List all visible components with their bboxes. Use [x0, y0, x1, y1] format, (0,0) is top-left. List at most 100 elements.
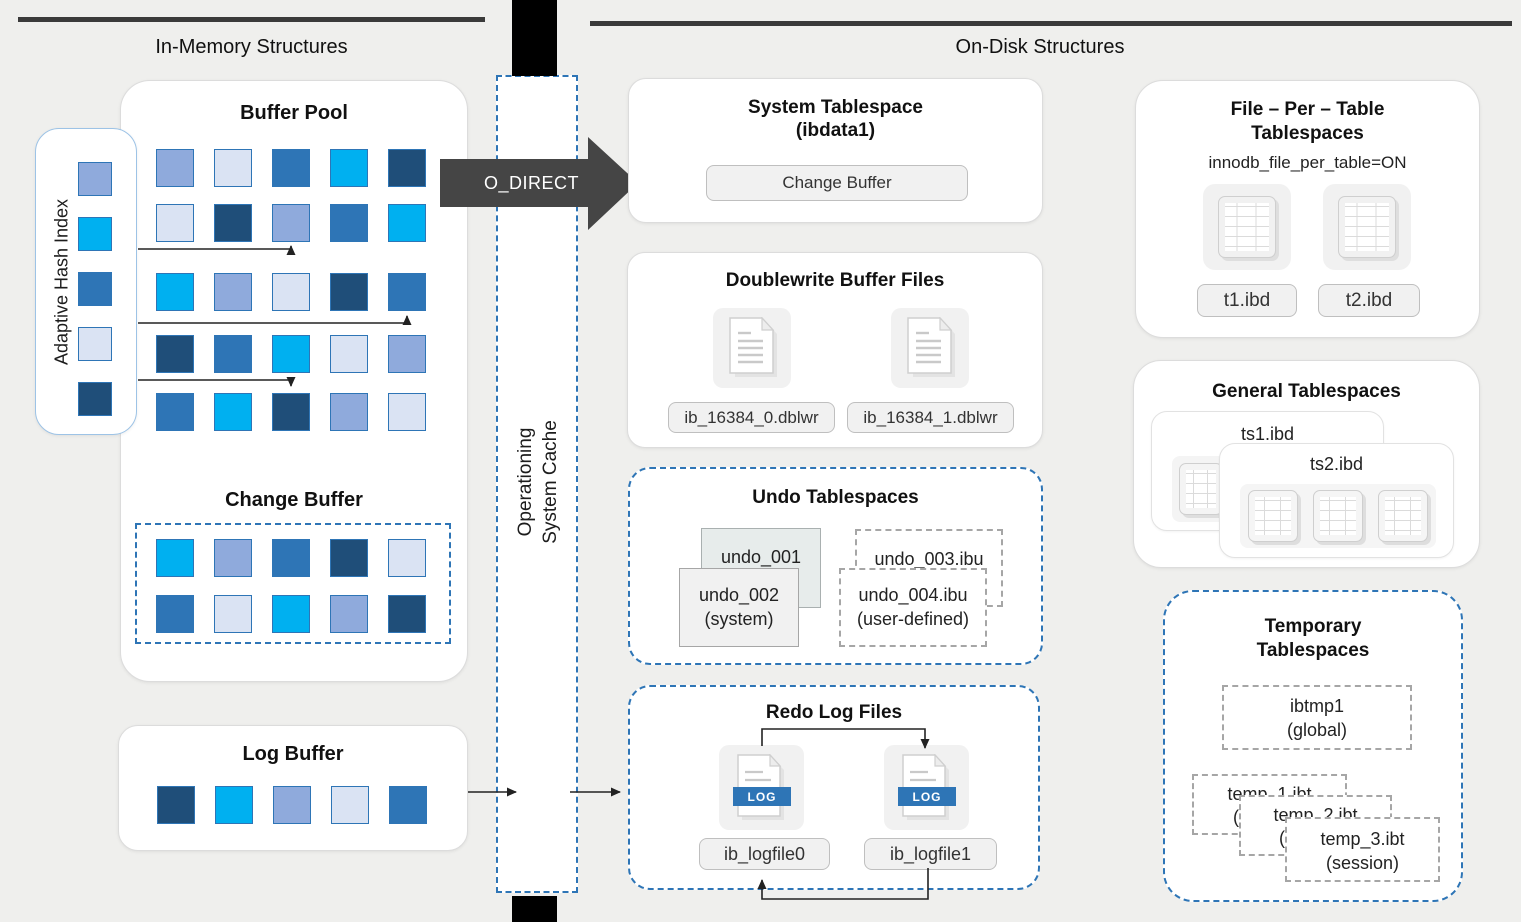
- os-cache-column: Operationing System Cache: [496, 75, 578, 893]
- adaptive-hash-index-box: Adaptive Hash Index: [35, 128, 137, 435]
- system-tablespace-box: System Tablespace (ibdata1) Change Buffe…: [628, 78, 1043, 223]
- ibtmp1-box: ibtmp1 (global): [1222, 685, 1412, 750]
- change-buffer-mem-box: [135, 523, 451, 644]
- undo-004-sub: (user-defined): [856, 609, 970, 629]
- page-block-square: [388, 393, 426, 431]
- buffer-pool-title: Buffer Pool: [240, 102, 348, 124]
- page-block-square: [272, 335, 310, 373]
- log-buffer-title: Log Buffer: [242, 743, 344, 765]
- system-tablespace-title: System Tablespace: [748, 97, 923, 118]
- system-change-buffer-chip: Change Buffer: [706, 165, 968, 201]
- fpt-title-line1: File – Per – Table: [1230, 99, 1385, 120]
- undo-tablespaces-box: Undo Tablespaces undo_001 undo_002 (syst…: [628, 467, 1043, 665]
- page-block-square: [78, 327, 112, 361]
- undo-002-sub: (system): [704, 609, 774, 629]
- page-block-square: [157, 786, 195, 824]
- doc-file-icon: [891, 308, 969, 388]
- in-memory-header-rule: [18, 17, 485, 22]
- temp3-label: temp_3.ibt: [1320, 829, 1405, 849]
- doublewrite-title: Doublewrite Buffer Files: [725, 270, 945, 291]
- t2-ibd-label: t2.ibd: [1318, 284, 1420, 317]
- table-icon: [1247, 490, 1298, 542]
- adaptive-hash-index-label: Adaptive Hash Index: [51, 198, 72, 366]
- temp3-box: temp_3.ibt (session): [1285, 817, 1440, 882]
- page-block-square: [388, 595, 426, 633]
- undo-002-box: undo_002 (system): [679, 568, 799, 647]
- page-block-square: [273, 786, 311, 824]
- log-badge: LOG: [912, 790, 941, 804]
- log-buffer-squares: [157, 786, 427, 824]
- page-block-square: [388, 204, 426, 242]
- table-icon: [1312, 490, 1363, 542]
- page-block-square: [272, 393, 310, 431]
- table-icon: [1378, 490, 1429, 542]
- page-block-square: [214, 204, 252, 242]
- page-block-square: [78, 217, 112, 251]
- bottom-spacer-block: [512, 896, 557, 922]
- redo-title: Redo Log Files: [765, 702, 903, 723]
- fpt-title-line2: Tablespaces: [1251, 123, 1364, 144]
- fpt-subtitle: innodb_file_per_table=ON: [1208, 153, 1407, 172]
- top-spacer-block: [512, 0, 557, 76]
- page-block-square: [330, 204, 368, 242]
- o-direct-label: O_DIRECT: [484, 173, 580, 193]
- undo-004-box: undo_004.ibu (user-defined): [839, 568, 987, 647]
- buffer-pool-box: Buffer Pool Change Buffer: [120, 80, 468, 682]
- table-icon: [1179, 463, 1223, 515]
- temp-title-line1: Temporary: [1264, 616, 1362, 637]
- system-tablespace-subtitle: (ibdata1): [795, 120, 876, 141]
- page-block-square: [156, 204, 194, 242]
- table-file-tile: [1323, 184, 1411, 270]
- general-title: General Tablespaces: [1212, 381, 1401, 402]
- undo-004-label: undo_004.ibu: [858, 585, 968, 605]
- log-file-icon: LOG: [884, 745, 969, 830]
- table-icon: [1218, 196, 1276, 258]
- log-file-icon: LOG: [719, 745, 804, 830]
- adaptive-hash-index-squares: [78, 162, 112, 416]
- change-buffer-mem-title: Change Buffer: [225, 489, 363, 511]
- page-block-square: [215, 786, 253, 824]
- page-block-square: [78, 272, 112, 306]
- temporary-tablespaces-box: Temporary Tablespaces ibtmp1 (global) te…: [1163, 590, 1463, 902]
- page-block-square: [330, 595, 368, 633]
- log-document-icon: LOG: [732, 753, 791, 820]
- ibtmp1-label: ibtmp1: [1289, 696, 1345, 716]
- doublewrite-box: Doublewrite Buffer Files ib_16384_0.dblw…: [627, 252, 1043, 448]
- general-tablespaces-box: General Tablespaces ts1.ibd ts2.ibd: [1133, 360, 1480, 568]
- page-block-square: [156, 595, 194, 633]
- buffer-pool-grid: [156, 149, 426, 431]
- page-block-square: [156, 393, 194, 431]
- undo-002-label: undo_002: [698, 585, 780, 605]
- redo-log-box: Redo Log Files LOG LOG ib_logfile0 ib_: [628, 685, 1040, 890]
- page-block-square: [388, 149, 426, 187]
- page-block-square: [330, 393, 368, 431]
- change-buffer-mem-grid: [156, 539, 426, 633]
- in-memory-header: In-Memory Structures: [155, 36, 348, 58]
- os-cache-label-line1: Operationing: [515, 427, 536, 537]
- page-block-square: [330, 539, 368, 577]
- page-block-square: [331, 786, 369, 824]
- doc-file-icon: [713, 308, 791, 388]
- temp3-sub: (session): [1325, 853, 1400, 873]
- table-icon: [1338, 196, 1396, 258]
- page-block-square: [214, 595, 252, 633]
- page-block-square: [214, 393, 252, 431]
- os-cache-label: Operationing System Cache: [513, 420, 563, 544]
- page-block-square: [389, 786, 427, 824]
- document-icon: [907, 317, 955, 377]
- dblwr-file-0-label: ib_16384_0.dblwr: [668, 402, 835, 433]
- undo-003-label: undo_003.ibu: [874, 549, 984, 569]
- on-disk-header-rule: [590, 21, 1512, 26]
- page-block-square: [388, 539, 426, 577]
- t1-ibd-label: t1.ibd: [1197, 284, 1297, 317]
- dblwr-file-1-label: ib_16384_1.dblwr: [847, 402, 1014, 433]
- ib-logfile1-label: ib_logfile1: [864, 838, 997, 870]
- temp-title-line2: Tablespaces: [1256, 640, 1370, 661]
- page-block-square: [78, 382, 112, 416]
- document-icon: [729, 317, 777, 377]
- ts2-icons-strip: [1240, 484, 1436, 548]
- log-badge: LOG: [747, 790, 776, 804]
- page-block-square: [330, 335, 368, 373]
- ib-logfile0-label: ib_logfile0: [699, 838, 830, 870]
